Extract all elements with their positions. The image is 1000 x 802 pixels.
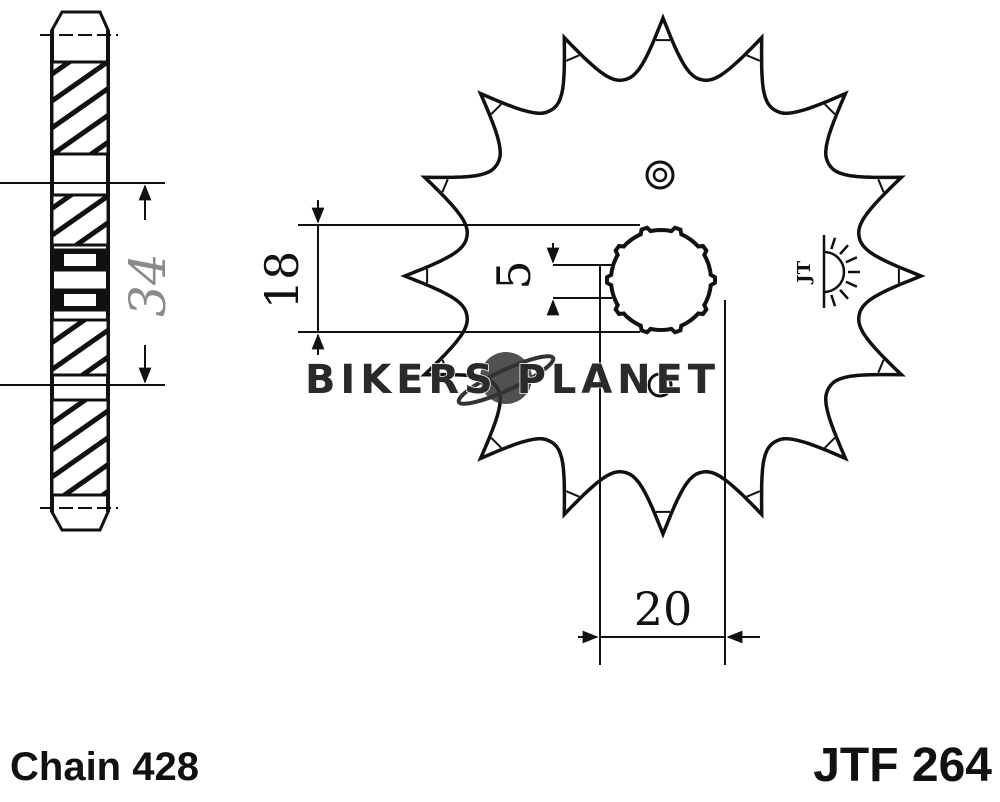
sun-ray — [839, 244, 849, 255]
tooth-chamfer-line — [877, 359, 885, 374]
tooth-chamfer-line — [877, 178, 885, 193]
side-view — [0, 10, 165, 532]
dimension-5-lines — [546, 243, 612, 316]
side-mark-text: JT — [794, 260, 815, 285]
tooth-chamfer-line — [565, 490, 580, 498]
dimension-34: 34 — [119, 253, 177, 317]
tooth-chamfer-line — [441, 178, 449, 193]
sun-mark-icon — [822, 235, 860, 308]
dimension-20-lines — [578, 265, 760, 665]
splined-bore — [604, 225, 718, 335]
tooth-chamfer-line — [824, 103, 836, 115]
sun-ray — [830, 237, 837, 250]
dimension-18: 18 — [255, 251, 309, 310]
dimension-5: 5 — [487, 260, 541, 289]
sun-ray — [830, 294, 837, 307]
tooth-chamfer-line — [746, 54, 761, 62]
watermark-text: BIKERS PLANET — [305, 357, 716, 403]
hole-marker — [645, 160, 675, 190]
tooth-chamfer-line — [441, 359, 449, 374]
sun-ray — [845, 256, 858, 264]
sprocket-outline — [400, 13, 926, 539]
dimension-20: 20 — [634, 582, 693, 636]
hole-marker-inner — [652, 167, 668, 183]
tooth-chamfer-line — [746, 490, 761, 498]
sun-ray — [839, 289, 849, 300]
watermark-logo: BIKERS PLANET — [304, 352, 716, 406]
hole-marker-lower — [647, 372, 673, 398]
sun-ray — [845, 280, 858, 288]
part-number: JTF 264 — [813, 739, 992, 792]
tooth-chamfer-line — [565, 54, 580, 62]
dimension-18-lines — [298, 200, 640, 355]
tooth-tips — [426, 39, 900, 513]
sprocket-front-view — [400, 13, 926, 539]
tooth-chamfer-line — [490, 103, 502, 115]
tooth-chamfer-line — [490, 437, 502, 449]
tooth-chamfer-line — [824, 437, 836, 449]
chain-label: Chain 428 — [10, 745, 199, 789]
